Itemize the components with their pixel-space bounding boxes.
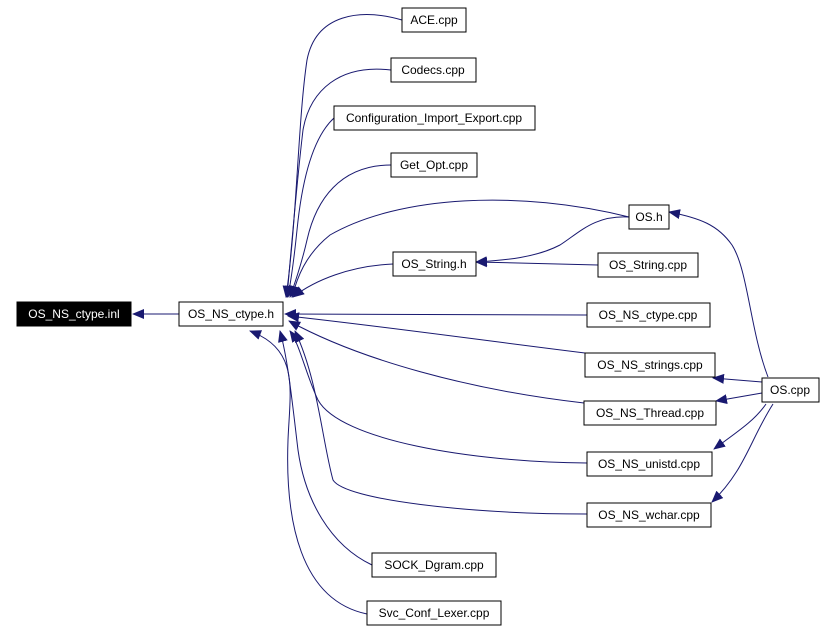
node-os-h[interactable]: OS.h: [628, 204, 670, 230]
node-label: Codecs.cpp: [401, 63, 465, 77]
edge-os-ns-strings-cpp-to-os-ns-ctype-h: [287, 312, 586, 354]
edge-os-string-h-to-os-ns-ctype-h: [292, 263, 394, 298]
node-label: OS_NS_Thread.cpp: [596, 406, 704, 420]
node-os-ns-strings-cpp[interactable]: OS_NS_strings.cpp: [584, 352, 716, 378]
node-sock-dgram-cpp[interactable]: SOCK_Dgram.cpp: [371, 552, 497, 578]
edge-codecs-cpp-to-os-ns-ctype-h: [282, 68, 392, 298]
edge-os-ns-wchar-cpp-to-os-ns-ctype-h: [294, 330, 588, 515]
node-label: OS.h: [635, 210, 662, 224]
node-os-ns-unistd-cpp[interactable]: OS_NS_unistd.cpp: [586, 451, 713, 477]
edge-os-cpp-to-os-ns-thread-cpp: [715, 392, 763, 405]
node-os-string-cpp[interactable]: OS_String.cpp: [597, 252, 699, 278]
node-label: OS_NS_ctype.inl: [28, 307, 119, 321]
edge-os-string-cpp-to-os-string-h: [475, 257, 599, 268]
node-os-ns-ctype-inl[interactable]: OS_NS_ctype.inl: [16, 301, 132, 327]
edge-os-cpp-to-os-h: [668, 209, 769, 378]
edge-os-ns-ctype-cpp-to-os-ns-ctype-h: [284, 309, 588, 320]
edge-os-cpp-to-os-ns-wchar-cpp: [711, 403, 774, 503]
node-os-ns-wchar-cpp[interactable]: OS_NS_wchar.cpp: [586, 502, 712, 528]
edge-os-ns-thread-cpp-to-os-ns-ctype-h: [288, 320, 585, 404]
node-svc-conf-lexer-cpp[interactable]: Svc_Conf_Lexer.cpp: [366, 600, 502, 626]
edge-os-cpp-to-os-ns-strings-cpp: [712, 373, 763, 384]
node-label: OS_String.h: [401, 257, 466, 271]
node-configuration-import-export-cpp[interactable]: Configuration_Import_Export.cpp: [333, 105, 536, 131]
node-label: OS.cpp: [770, 383, 810, 397]
edge-get-opt-cpp-to-os-ns-ctype-h: [288, 164, 392, 298]
node-os-ns-ctype-h[interactable]: OS_NS_ctype.h: [178, 301, 284, 327]
node-label: Configuration_Import_Export.cpp: [346, 111, 522, 125]
edge-os-cpp-to-os-ns-unistd-cpp: [713, 403, 767, 450]
nodes-layer: OS_NS_ctype.inl OS_NS_ctype.h ACE.cpp Co…: [16, 7, 820, 626]
node-codecs-cpp[interactable]: Codecs.cpp: [390, 57, 477, 83]
node-label: SOCK_Dgram.cpp: [384, 558, 484, 572]
node-ace-cpp[interactable]: ACE.cpp: [401, 7, 467, 33]
node-label: Get_Opt.cpp: [400, 158, 468, 172]
edge-os-h-to-os-ns-ctype-h: [289, 199, 630, 298]
edge-sock-dgram-cpp-to-os-ns-ctype-h: [278, 330, 373, 566]
node-get-opt-cpp[interactable]: Get_Opt.cpp: [390, 152, 478, 178]
node-label: OS_NS_ctype.h: [188, 307, 274, 321]
edges-layer: [132, 14, 774, 615]
node-os-ns-thread-cpp[interactable]: OS_NS_Thread.cpp: [583, 400, 717, 426]
edge-os-h-to-os-string-h: [475, 216, 630, 267]
node-label: OS_String.cpp: [609, 258, 687, 272]
edge-os-ns-unistd-cpp-to-os-ns-ctype-h: [289, 330, 588, 464]
node-os-string-h[interactable]: OS_String.h: [392, 251, 477, 277]
node-label: ACE.cpp: [410, 13, 458, 27]
node-label: OS_NS_unistd.cpp: [598, 457, 700, 471]
node-label: OS_NS_ctype.cpp: [599, 308, 698, 322]
node-os-ns-ctype-cpp[interactable]: OS_NS_ctype.cpp: [586, 302, 711, 328]
edge-configuration-cpp-to-os-ns-ctype-h: [284, 117, 335, 298]
node-os-cpp[interactable]: OS.cpp: [761, 377, 820, 403]
edge-svc-conf-lexer-cpp-to-os-ns-ctype-h: [249, 330, 368, 615]
node-label: Svc_Conf_Lexer.cpp: [379, 606, 490, 620]
node-label: OS_NS_wchar.cpp: [598, 508, 700, 522]
node-label: OS_NS_strings.cpp: [597, 358, 703, 372]
